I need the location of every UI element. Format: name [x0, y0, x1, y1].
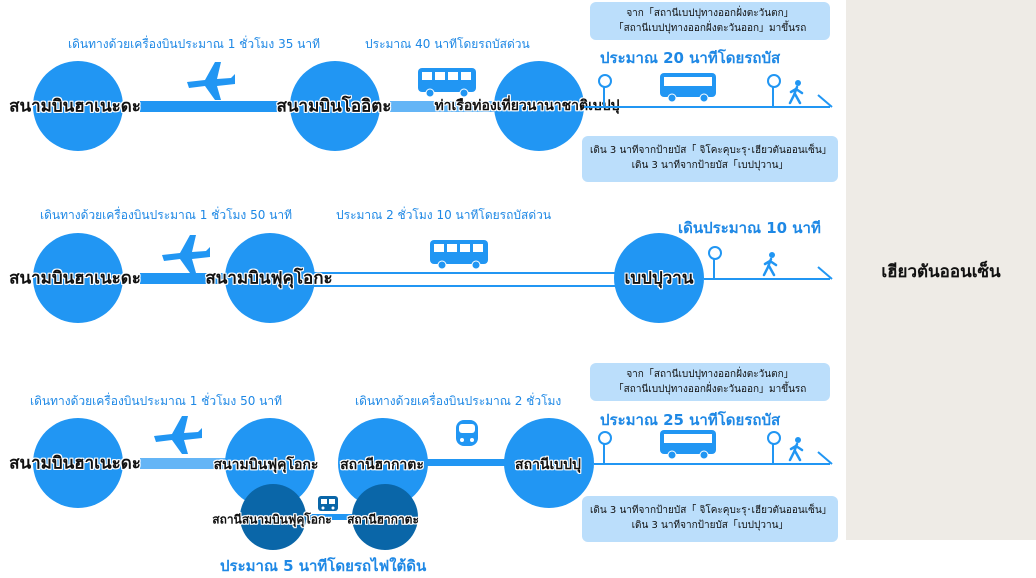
bus-stop-icon: [767, 431, 781, 445]
route2-bus-line: [310, 272, 620, 274]
route3-flight-bar: [140, 458, 260, 469]
route3-node1-circle: [33, 418, 123, 508]
route1-node1-circle: [33, 61, 123, 151]
destination-label: เฮียวตันออนเซ็น: [881, 262, 1001, 282]
route1-walk-line2: เดิน 3 นาทีจากป้ายบัส「เบปปุวาน」: [631, 160, 789, 171]
bus-stop-pole: [603, 84, 605, 106]
route1-node3-circle: [494, 61, 584, 151]
route1-walk-line1: เดิน 3 นาทีจากป้ายบัส「 จิโคะคุบะรุ･เฮียว…: [590, 145, 832, 156]
walking-person-icon: [762, 252, 778, 277]
route1-flight-caption: เดินทางด้วยเครื่องบินประมาณ 1 ชั่วโมง 35…: [68, 37, 321, 51]
route3-flight-caption: เดินทางด้วยเครื่องบินประมาณ 1 ชั่วโมง 50…: [30, 394, 283, 408]
route2-walk-line: [704, 278, 830, 280]
route2-node3-label: เบปปุวาน: [624, 268, 694, 289]
bus-stop-icon: [598, 431, 612, 445]
route2-walk-caption: เดินประมาณ 10 นาที: [678, 219, 821, 237]
walking-person-icon: [788, 437, 804, 462]
bus-stop-pole: [713, 256, 715, 278]
bus-icon: [660, 430, 716, 460]
destination-panel: เฮียวตันออนเซ็น: [846, 0, 1036, 540]
route3-walk-line1: เดิน 3 นาทีจากป้ายบัส「 จิโคะคุบะรุ･เฮียว…: [590, 505, 832, 516]
route1-node3-label: ท่าเรือท่องเที่ยวนานาชาติเบปปุ: [434, 98, 620, 114]
route3-subway-caption: ประมาณ 5 นาทีโดยรถไฟใต้ดิน: [220, 557, 427, 575]
route3-boarding-line1: จาก「สถานีเบปปุทางออกฝั่งตะวันตก」: [626, 369, 794, 380]
bus-icon: [660, 73, 716, 103]
route3-boarding-line2: 「สถานีเบปปุทางออกฝั่งตะวันออก」มาขึ้นรถ: [613, 384, 807, 395]
route2-bus-line: [310, 285, 620, 287]
route1-boarding-line2: 「สถานีเบปปุทางออกฝั่งตะวันออก」มาขึ้นรถ: [613, 23, 807, 34]
bullet-train-icon: [456, 420, 478, 446]
bus-stop-pole: [603, 441, 605, 463]
bus-stop-pole: [772, 84, 774, 106]
bus-stop-icon: [767, 74, 781, 88]
bus-stop-pole: [772, 441, 774, 463]
subway-icon: [318, 496, 338, 511]
bus-icon: [418, 68, 476, 98]
route2-bus-caption: ประมาณ 2 ชั่วโมง 10 นาทีโดยรถบัสด่วน: [336, 208, 552, 222]
route1-bus-bar: [390, 101, 500, 112]
route2-flight-caption: เดินทางด้วยเครื่องบินประมาณ 1 ชั่วโมง 50…: [40, 208, 293, 222]
route3-sub1-circle: [240, 484, 306, 550]
route1-flight-bar: [140, 101, 280, 112]
bus-stop-icon: [708, 246, 722, 260]
route1-node2-circle: [290, 61, 380, 151]
route1-bus-caption: ประมาณ 40 นาทีโดยรถบัสด่วน: [365, 37, 530, 51]
route1-walk-note: เดิน 3 นาทีจากป้ายบัส「 จิโคะคุบะรุ･เฮียว…: [582, 136, 838, 182]
route3-boarding-note: จาก「สถานีเบปปุทางออกฝั่งตะวันตก」 「สถานีเ…: [590, 363, 830, 401]
walking-person-icon: [788, 80, 804, 105]
airplane-icon: [162, 235, 210, 273]
route3-last-caption: ประมาณ 25 นาทีโดยรถบัส: [600, 411, 781, 429]
route3-train-caption: เดินทางด้วยเครื่องบินประมาณ 2 ชั่วโมง: [355, 394, 562, 408]
route3-sub1-label: สถานีสนามบินฟุคุโอกะ: [212, 512, 332, 527]
route2-node2-label: สนามบินฟุคุโอกะ: [205, 268, 333, 289]
route3-walk-note: เดิน 3 นาทีจากป้ายบัส「 จิโคะคุบะรุ･เฮียว…: [582, 496, 838, 542]
route2-node2-circle: [225, 233, 315, 323]
arrow-end-icon: [817, 94, 833, 108]
route3-node3-label: สถานีฮากาตะ: [340, 457, 424, 473]
route1-local-line: [584, 106, 830, 108]
route3-node4-label: สถานีเบปปุ: [515, 457, 581, 473]
arrow-end-icon: [817, 266, 833, 280]
route3-node4-circle: [504, 418, 594, 508]
route3-sub2-circle: [352, 484, 418, 550]
bus-icon: [430, 240, 488, 270]
route2-flight-bar: [140, 273, 250, 284]
route3-node2-label: สนามบินฟุคุโอกะ: [213, 457, 319, 473]
route2-node1-circle: [33, 233, 123, 323]
airplane-icon: [154, 416, 202, 454]
route1-node2-label: สนามบินโออิตะ: [276, 96, 392, 117]
route1-boarding-note: จาก「สถานีเบปปุทางออกฝั่งตะวันตก」 「สถานีเ…: [590, 2, 830, 40]
airplane-icon: [187, 62, 235, 100]
arrow-end-icon: [817, 451, 833, 465]
route1-boarding-line1: จาก「สถานีเบปปุทางออกฝั่งตะวันตก」: [626, 8, 794, 19]
route1-node1-label: สนามบินฮาเนะดะ: [9, 96, 141, 117]
route3-walk-line2: เดิน 3 นาทีจากป้ายบัส「เบปปุวาน」: [631, 520, 789, 531]
route3-local-line: [594, 463, 830, 465]
bus-stop-icon: [598, 74, 612, 88]
route2-node3-circle: [614, 233, 704, 323]
route3-sub2-label: สถานีฮากาตะ: [347, 512, 419, 527]
route1-last-caption: ประมาณ 20 นาทีโดยรถบัส: [600, 49, 781, 67]
route3-train-bar: [420, 459, 520, 466]
route2-node1-label: สนามบินฮาเนะดะ: [9, 268, 141, 289]
route3-subway-bar: [290, 514, 360, 520]
route3-node1-label: สนามบินฮาเนะดะ: [9, 453, 141, 474]
